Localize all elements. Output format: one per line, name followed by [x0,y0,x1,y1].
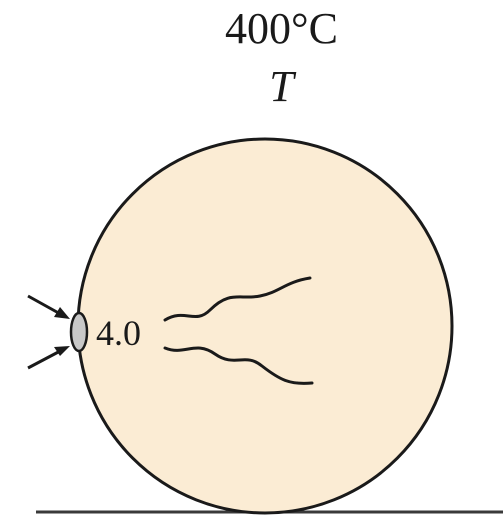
wavy-line-lower [163,346,314,385]
temperature-variable-label: T [269,62,294,111]
incoming-arrow-lower [27,346,70,370]
surface-spot [69,311,89,353]
incoming-arrow-upper [27,294,70,319]
spot-value-label: 4.0 [96,313,141,353]
temperature-label: 400°C [225,4,338,53]
wavy-line-upper [163,276,312,322]
